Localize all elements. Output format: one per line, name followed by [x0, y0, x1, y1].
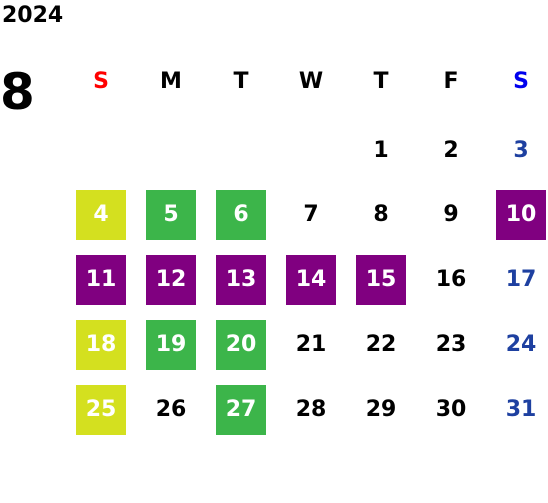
day-cell[interactable]: 8: [373, 202, 389, 227]
day-cell[interactable]: 15: [356, 255, 406, 305]
day-cell[interactable]: 5: [146, 190, 196, 240]
day-cell[interactable]: 23: [435, 332, 467, 357]
day-cell[interactable]: 30: [435, 397, 467, 422]
day-cell[interactable]: 3: [513, 138, 529, 163]
weekday-header: M: [160, 69, 182, 94]
weekday-header: W: [298, 69, 324, 94]
day-cell[interactable]: 1: [373, 138, 389, 163]
day-cell[interactable]: 7: [303, 202, 319, 227]
day-cell[interactable]: 2: [443, 138, 459, 163]
day-cell[interactable]: 24: [505, 332, 537, 357]
year-label: 2024: [2, 3, 64, 28]
day-cell[interactable]: 25: [76, 385, 126, 435]
day-cell[interactable]: 14: [286, 255, 336, 305]
day-cell[interactable]: 9: [443, 202, 459, 227]
weekday-header: T: [373, 69, 389, 94]
day-cell[interactable]: 11: [76, 255, 126, 305]
weekday-header: S: [513, 69, 529, 94]
weekday-header: S: [93, 69, 109, 94]
day-cell[interactable]: 27: [216, 385, 266, 435]
day-cell[interactable]: 10: [496, 190, 546, 240]
day-cell[interactable]: 17: [505, 267, 537, 292]
day-cell[interactable]: 20: [216, 320, 266, 370]
weekday-header: F: [443, 69, 459, 94]
weekday-header: T: [233, 69, 249, 94]
day-cell[interactable]: 28: [295, 397, 327, 422]
day-cell[interactable]: 18: [76, 320, 126, 370]
day-cell[interactable]: 16: [435, 267, 467, 292]
day-cell[interactable]: 19: [146, 320, 196, 370]
day-cell[interactable]: 21: [295, 332, 327, 357]
day-cell[interactable]: 6: [216, 190, 266, 240]
day-cell[interactable]: 31: [505, 397, 537, 422]
day-cell[interactable]: 12: [146, 255, 196, 305]
day-cell[interactable]: 4: [76, 190, 126, 240]
month-label: 8: [0, 63, 35, 121]
day-cell[interactable]: 22: [365, 332, 397, 357]
day-cell[interactable]: 13: [216, 255, 266, 305]
day-cell[interactable]: 26: [155, 397, 187, 422]
day-cell[interactable]: 29: [365, 397, 397, 422]
